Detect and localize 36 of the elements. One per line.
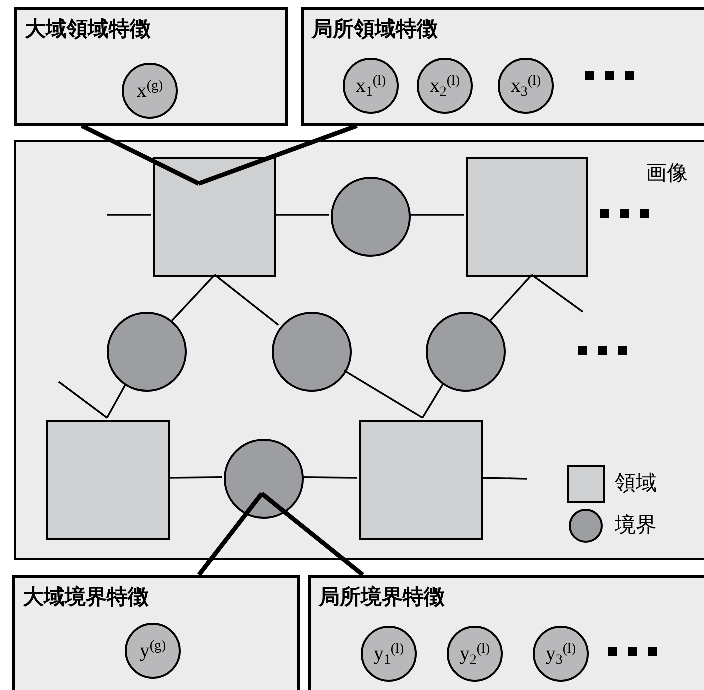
connector-line [409, 214, 464, 216]
connector-line [531, 274, 584, 313]
connector-line [422, 384, 444, 418]
region-square [153, 157, 276, 277]
panel-title: 大域境界特徴 [23, 584, 149, 611]
panel-title: 局所境界特徴 [319, 584, 445, 611]
connector-line [168, 476, 222, 479]
connector-line [107, 214, 151, 216]
connector-line [274, 214, 329, 216]
connector-line [214, 274, 280, 326]
variable-symbol: x$^{(g)}$ [136, 81, 164, 101]
connector-line [490, 274, 533, 321]
panel-title: 大域領域特徴 [25, 16, 151, 43]
thick-connector-line [197, 492, 264, 576]
panel-title: 画像 [646, 160, 688, 187]
variable-symbol: y$^{(g)}$ [140, 641, 166, 661]
thick-connector-line [260, 492, 364, 577]
region-square [466, 157, 588, 277]
feature-panel [12, 575, 300, 690]
legend-label: 境界 [615, 512, 657, 540]
connector-line [302, 476, 357, 479]
feature-panel [301, 7, 704, 126]
region-square [359, 420, 483, 540]
feature-panel [308, 575, 704, 690]
feature-panel [14, 7, 288, 126]
legend-label: 領域 [615, 470, 657, 498]
thick-connector-line [80, 124, 200, 186]
connector-line [344, 370, 424, 419]
panel-title: 局所領域特徴 [312, 16, 438, 43]
image-panel [14, 140, 704, 560]
thick-connector-line [198, 124, 358, 186]
connector-line [106, 384, 126, 418]
region-square [46, 420, 170, 540]
connector-line [172, 274, 216, 322]
connector-line [480, 477, 528, 480]
connector-line [58, 381, 108, 419]
